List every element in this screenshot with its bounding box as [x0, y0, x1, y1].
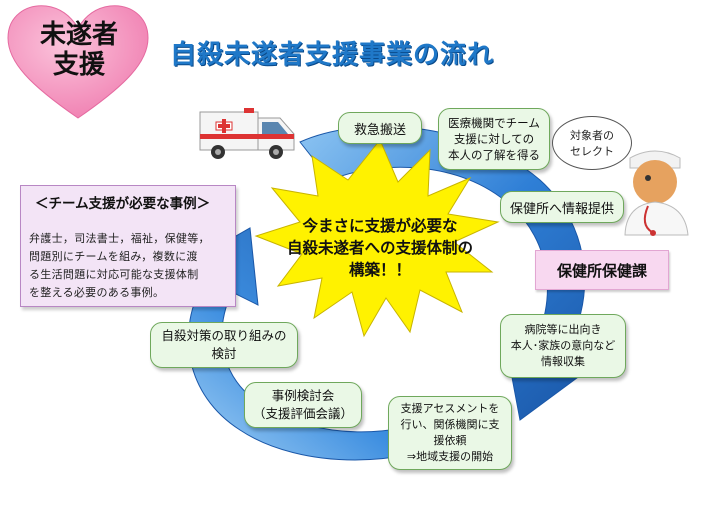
note-title: ＜チーム支援が必要な事例＞ [35, 196, 211, 212]
step-hospital-consent-label: 医療機関でチーム 支援に対しての 本人の了解を得る [448, 116, 540, 162]
heart-badge-shape [7, 5, 149, 119]
ambulance-illustration [199, 108, 295, 159]
badge-label: 未遂者 支援 [39, 20, 118, 80]
team-support-note: ＜チーム支援が必要な事例＞ 弁護士，司法書士，福祉，保健等， 問題別にチームを組… [20, 185, 236, 307]
step-info-to-health-center: 保健所へ情報提供 [500, 191, 624, 223]
step-ambulance-transport-label: 救急搬送 [353, 122, 406, 138]
center-message: 今まさに支援が必要な 自殺未遂者への支援体制の 構築！！ [286, 217, 473, 279]
doctor-illustration [624, 150, 689, 236]
step-assessment: 支援アセスメントを 行い、関係機関に支 援依頼 ⇒地域支援の開始 [388, 396, 512, 470]
step-suicide-measures-label: 自殺対策の取り組みの 検討 [161, 328, 287, 361]
page-title: 自殺未遂者支援事業の流れ [170, 40, 495, 70]
step-suicide-measures: 自殺対策の取り組みの 検討 [150, 322, 298, 368]
step-case-meeting-label: 事例検討会 （支援評価会議） [252, 388, 353, 421]
step-hospital-visit: 病院等に出向き 本人･家族の意向など 情報収集 [500, 314, 626, 378]
center-burst [254, 139, 500, 338]
step-case-meeting: 事例検討会 （支援評価会議） [244, 382, 362, 428]
health-center-label: 保健所保健課 [535, 250, 669, 290]
note-body: 弁護士，司法書士，福祉，保健等， 問題別にチームを組み，複数に渡 る生活問題に対… [29, 232, 210, 299]
step-ambulance-transport: 救急搬送 [338, 112, 422, 144]
step-hospital-consent: 医療機関でチーム 支援に対しての 本人の了解を得る [438, 108, 550, 170]
step-hospital-visit-label: 病院等に出向き 本人･家族の意向など 情報収集 [510, 323, 616, 368]
target-selection-bubble: 対象者の セレクト [552, 116, 632, 170]
step-assessment-label: 支援アセスメントを 行い、関係機関に支 援依頼 ⇒地域支援の開始 [400, 402, 500, 463]
step-info-to-health-center-label: 保健所へ情報提供 [509, 201, 614, 217]
